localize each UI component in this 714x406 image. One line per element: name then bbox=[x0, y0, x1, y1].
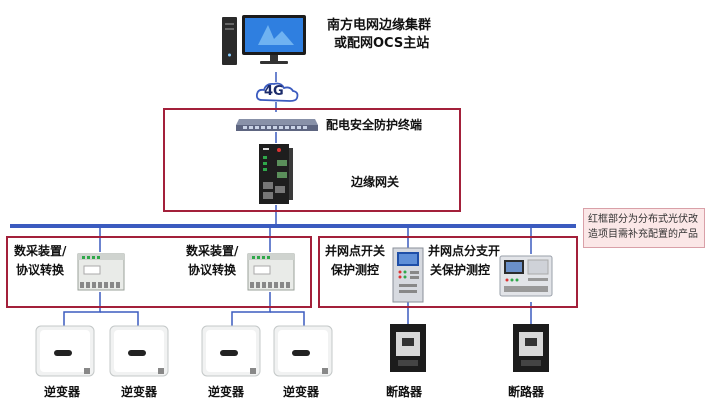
edge-gateway-label: 边缘网关 bbox=[351, 175, 400, 189]
note-box: 红框部分为分布式光伏改 造项目需补充配置的产品 bbox=[583, 208, 705, 248]
protection-1-device bbox=[391, 246, 425, 304]
inverter-3-label: 逆变器 bbox=[208, 385, 245, 399]
master-station-label-1: 南方电网边缘集群 bbox=[327, 18, 432, 33]
edge-gateway-device bbox=[255, 142, 295, 206]
protection-2-device bbox=[498, 254, 554, 298]
collector-2-label-1: 数采装置/ bbox=[186, 244, 239, 258]
collector-icon bbox=[247, 253, 295, 291]
protection-1-label-2: 保护测控 bbox=[331, 263, 380, 277]
cloud-icon bbox=[255, 82, 299, 102]
inverter-1-label: 逆变器 bbox=[44, 385, 81, 399]
breaker-1-label: 断路器 bbox=[386, 385, 423, 399]
collector-1-label-1: 数采装置/ bbox=[14, 244, 67, 258]
inverter-4-label: 逆变器 bbox=[283, 385, 320, 399]
protection-frame bbox=[318, 236, 578, 308]
collector-icon bbox=[77, 253, 125, 291]
inverter-4 bbox=[272, 322, 334, 378]
inverter-2-label: 逆变器 bbox=[121, 385, 158, 399]
inverter-icon bbox=[109, 325, 169, 377]
collector-1-device bbox=[76, 250, 126, 294]
inverter-2 bbox=[108, 322, 170, 378]
collector-frame bbox=[6, 236, 312, 308]
main-bus bbox=[10, 224, 576, 228]
breaker-1 bbox=[386, 322, 430, 374]
gateway-icon bbox=[259, 144, 293, 204]
master-station-computer bbox=[218, 13, 308, 69]
inverter-3 bbox=[200, 322, 262, 378]
collector-2-label-2: 协议转换 bbox=[188, 263, 237, 277]
inverter-icon bbox=[201, 325, 261, 377]
security-terminal-device bbox=[235, 116, 319, 132]
note-line-2: 造项目需补充配置的产品 bbox=[588, 229, 698, 240]
security-gateway-frame bbox=[163, 108, 461, 212]
computer-icon bbox=[222, 15, 306, 65]
security-terminal-label: 配电安全防护终端 bbox=[326, 118, 423, 132]
switch-icon bbox=[236, 119, 318, 131]
network-label: 4G bbox=[264, 84, 284, 99]
protection-2-label-1: 并网点分支开 bbox=[428, 244, 501, 258]
breaker-2 bbox=[509, 322, 553, 374]
breaker-icon bbox=[513, 324, 549, 372]
collector-2-device bbox=[246, 250, 296, 294]
note-line-1: 红框部分为分布式光伏改 bbox=[588, 214, 698, 225]
protection-2-label-2: 关保护测控 bbox=[430, 263, 491, 277]
relay-icon bbox=[392, 247, 424, 303]
master-station-label-2: 或配网OCS主站 bbox=[334, 36, 430, 51]
inverter-icon bbox=[273, 325, 333, 377]
network-cloud: 4G bbox=[254, 80, 300, 104]
inverter-1 bbox=[34, 322, 96, 378]
breaker-2-label: 断路器 bbox=[508, 385, 545, 399]
relay-icon bbox=[499, 255, 553, 297]
protection-1-label-1: 并网点开关 bbox=[325, 244, 386, 258]
collector-1-label-2: 协议转换 bbox=[16, 263, 65, 277]
breaker-icon bbox=[390, 324, 426, 372]
inverter-icon bbox=[35, 325, 95, 377]
